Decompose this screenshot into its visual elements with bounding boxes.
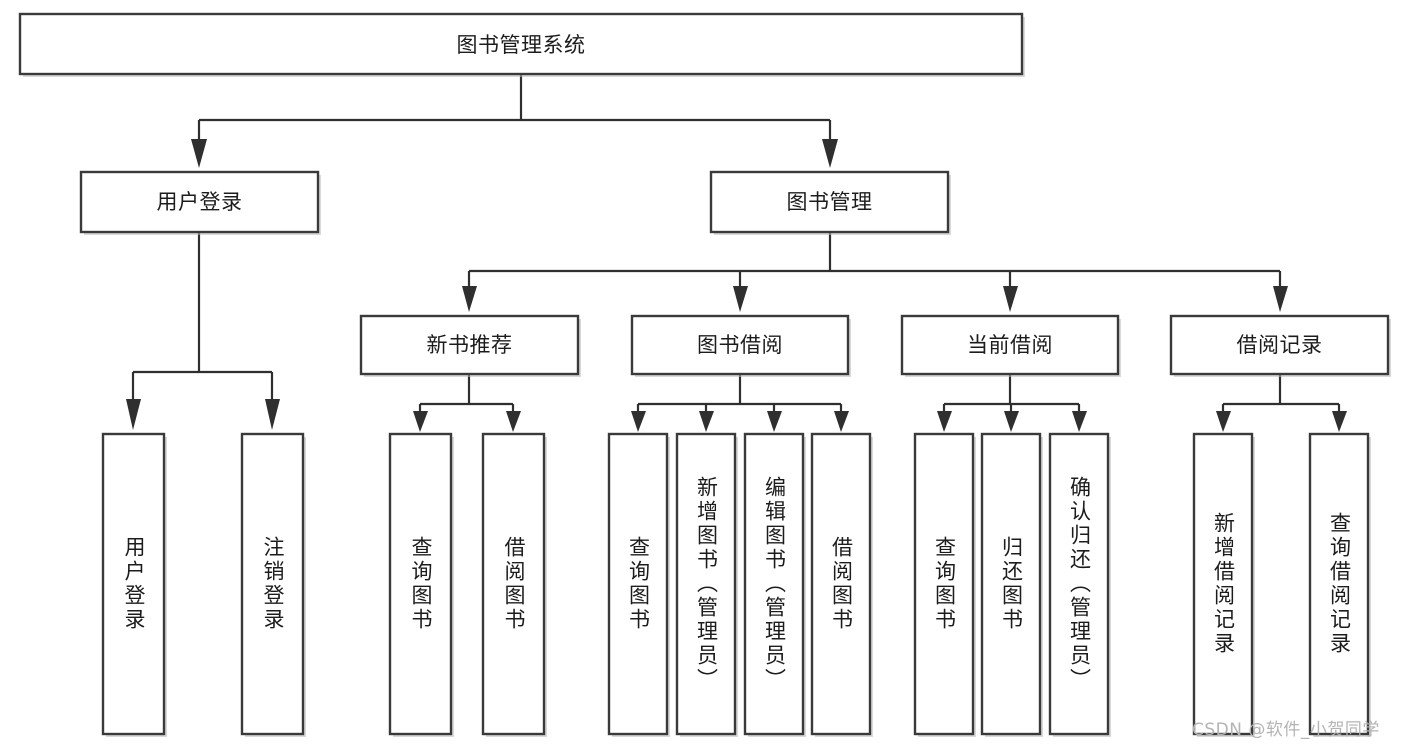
leaf-add-book-box[interactable]	[675, 432, 737, 736]
arrow-head-newbook-leaf-2	[506, 411, 521, 432]
node-current-borrow-box[interactable]	[900, 314, 1120, 376]
csdn-watermark: CSDN @软件_小贺同学	[1192, 720, 1380, 740]
node-borrow-record-label: 借阅记录	[1237, 333, 1323, 357]
arrow-head-leaf-logout	[265, 399, 280, 430]
leaf-node-query-book-2[interactable]	[607, 432, 670, 737]
connector-layer	[126, 74, 1347, 432]
leaf-node-confirm-return[interactable]	[1048, 432, 1111, 737]
node-borrow-record[interactable]: 借阅记录	[1169, 314, 1391, 377]
node-user-login[interactable]: 用户登录	[79, 170, 321, 235]
leaf-confirm-return-box[interactable]	[1048, 432, 1110, 736]
arrow-head-user-login	[191, 139, 207, 168]
node-user-login-label: 用户登录	[157, 190, 243, 214]
node-book-manage-label: 图书管理	[787, 190, 873, 214]
leaf-node-add-book[interactable]	[675, 432, 738, 737]
arrow-head-borrow-leaf-1	[631, 411, 646, 432]
arrow-head-borrow-leaf-4	[834, 411, 849, 432]
leaf-borrow-book-2-box[interactable]	[810, 432, 872, 736]
leaf-borrow-book-1-box[interactable]	[481, 432, 546, 736]
leaf-node-borrow-book-2[interactable]	[810, 432, 873, 737]
leaf-node-add-borrow-record[interactable]	[1192, 432, 1255, 737]
arrow-head-current-leaf-3	[1072, 411, 1087, 432]
leaf-query-book-1-box[interactable]	[388, 432, 453, 736]
leaf-return-book-box[interactable]	[980, 432, 1042, 736]
node-new-book-recommend[interactable]: 新书推荐	[359, 314, 581, 377]
leaf-node-query-book-3[interactable]	[913, 432, 976, 737]
arrow-head-record-leaf-2	[1332, 411, 1347, 432]
leaf-edit-book-box[interactable]	[743, 432, 805, 736]
node-root-label: 图书管理系统	[457, 33, 586, 57]
node-book-borrow-box[interactable]	[630, 314, 850, 376]
arrow-head-record	[1273, 286, 1288, 312]
leaf-node-edit-book[interactable]	[743, 432, 806, 737]
arrow-head-borrow	[733, 286, 748, 312]
node-current-borrow[interactable]: 当前借阅	[900, 314, 1121, 377]
arrow-head-newbook	[462, 286, 477, 312]
arrow-head-current	[1003, 286, 1018, 312]
leaf-node-query-book-1[interactable]	[388, 432, 454, 737]
arrow-head-borrow-leaf-2	[699, 411, 714, 432]
leaf-node-query-borrow-record[interactable]	[1308, 432, 1371, 737]
arrow-head-leaf-user-login	[126, 399, 141, 430]
leaf-query-borrow-record-box[interactable]	[1308, 432, 1370, 736]
node-new-book-recommend-label: 新书推荐	[427, 333, 513, 357]
node-book-borrow[interactable]: 图书借阅	[630, 314, 851, 377]
leaf-query-book-3-box[interactable]	[913, 432, 975, 736]
arrow-head-newbook-leaf-1	[413, 411, 428, 432]
leaf-node-logout[interactable]	[240, 432, 306, 737]
arrow-head-borrow-leaf-3	[767, 411, 782, 432]
node-book-manage[interactable]: 图书管理	[709, 170, 951, 235]
leaf-node-return-book[interactable]	[980, 432, 1043, 737]
node-borrow-record-box[interactable]	[1169, 314, 1390, 376]
leaf-add-borrow-record-box[interactable]	[1192, 432, 1254, 736]
arrow-head-record-leaf-1	[1216, 411, 1231, 432]
leaf-node-user-login[interactable]	[101, 432, 167, 737]
leaf-query-book-2-box[interactable]	[607, 432, 669, 736]
node-book-manage-box[interactable]	[709, 170, 950, 234]
arrow-head-current-leaf-1	[937, 411, 952, 432]
leaf-user-login-box[interactable]	[101, 432, 166, 736]
node-book-borrow-label: 图书借阅	[697, 333, 783, 357]
node-new-book-recommend-box[interactable]	[359, 314, 580, 376]
node-current-borrow-label: 当前借阅	[967, 333, 1053, 357]
arrow-head-current-leaf-2	[1004, 411, 1019, 432]
arrow-head-book-manage	[822, 139, 838, 168]
leaf-logout-box[interactable]	[240, 432, 305, 736]
node-user-login-box[interactable]	[79, 170, 320, 234]
node-root[interactable]: 图书管理系统	[18, 12, 1025, 77]
leaf-node-borrow-book-1[interactable]	[481, 432, 547, 737]
node-root-box[interactable]	[18, 12, 1024, 76]
